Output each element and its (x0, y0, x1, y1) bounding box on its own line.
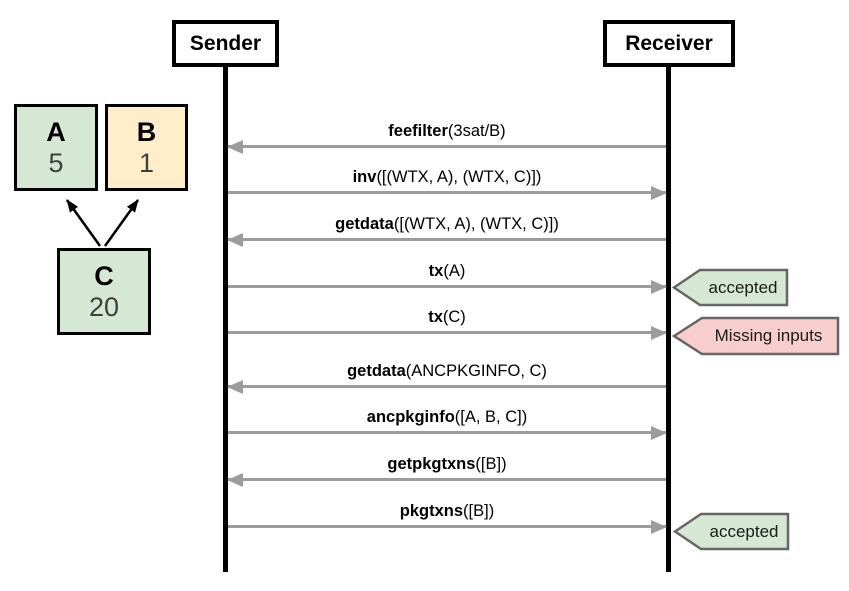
badge-shape (673, 512, 790, 551)
message-fn: inv (352, 168, 377, 186)
message-fn: getdata (335, 215, 394, 233)
message-args: ([(WTX, A), (WTX, C)]) (393, 215, 559, 233)
message-fn: pkgtxns (399, 502, 464, 520)
status-badge-accepted-pkgtxns: accepted (673, 512, 790, 551)
actor-sender-box: Sender (172, 20, 279, 67)
message-args: ([A, B, C]) (454, 408, 528, 426)
arrow-to-sender (227, 472, 666, 487)
arrow-to-receiver (228, 185, 667, 200)
arrow-to-sender (227, 379, 666, 394)
message-tx-a: tx(A) (228, 261, 667, 294)
message-args: (C) (442, 308, 466, 326)
message-pkgtxns: pkgtxns([B]) (228, 501, 667, 534)
package-node-C: C 20 (57, 248, 151, 335)
arrow-to-sender (227, 232, 666, 247)
arrow-to-receiver (228, 519, 667, 534)
package-node-A: A 5 (14, 104, 98, 191)
message-getdata-ancpkginfo: getdata(ANCPKGINFO, C) (227, 361, 666, 394)
message-feefilter-label: feefilter(3sat/B) (228, 121, 666, 142)
status-badge-missing-inputs: Missing inputs (672, 316, 840, 356)
edge-C-to-B-arrow (103, 199, 140, 247)
message-args: (A) (443, 262, 466, 280)
arrow-to-receiver (228, 425, 667, 440)
message-feefilter: feefilter(3sat/B) (227, 121, 666, 154)
message-pkgtxns-label: pkgtxns([B]) (228, 501, 666, 522)
package-node-B: B 1 (105, 104, 188, 191)
message-inv-label: inv([(WTX, A), (WTX, C)]) (228, 167, 666, 188)
status-badge-label: accepted (709, 521, 779, 541)
message-fn: getpkgtxns (387, 455, 476, 473)
message-args: (ANCPKGINFO, C) (405, 362, 547, 380)
message-getpkgtxns-label: getpkgtxns([B]) (228, 454, 666, 475)
actor-receiver-box: Receiver (603, 20, 735, 67)
arrow-to-receiver (228, 279, 667, 294)
status-badge-label: accepted (708, 277, 778, 297)
arrow-to-sender (227, 139, 666, 154)
message-args: ([B]) (463, 502, 495, 520)
message-inv: inv([(WTX, A), (WTX, C)]) (228, 167, 667, 200)
message-fn: tx (428, 308, 443, 326)
message-tx-a-label: tx(A) (228, 261, 666, 282)
message-fn: feefilter (388, 122, 448, 140)
arrow-to-receiver (228, 325, 667, 340)
node-A-label: A (46, 117, 66, 148)
node-C-value: 20 (88, 291, 120, 322)
message-getdata-wtx-label: getdata([(WTX, A), (WTX, C)]) (228, 214, 666, 235)
sender-lifeline (223, 66, 228, 572)
actor-sender-label: Sender (189, 31, 262, 55)
message-ancpkginfo: ancpkginfo([A, B, C]) (228, 407, 667, 440)
message-getpkgtxns: getpkgtxns([B]) (227, 454, 666, 487)
message-ancpkginfo-label: ancpkginfo([A, B, C]) (228, 407, 666, 428)
message-fn: tx (428, 262, 444, 280)
message-fn: ancpkginfo (366, 408, 455, 426)
receiver-lifeline (666, 66, 671, 572)
message-tx-c: tx(C) (228, 307, 667, 340)
message-getdata-ancpkginfo-label: getdata(ANCPKGINFO, C) (228, 361, 666, 382)
status-badge-label: Missing inputs (714, 326, 823, 345)
message-args: (3sat/B) (447, 122, 506, 140)
badge-shape (672, 268, 789, 307)
node-A-value: 5 (48, 147, 64, 178)
message-getdata-wtx: getdata([(WTX, A), (WTX, C)]) (227, 214, 666, 247)
actor-receiver-label: Receiver (625, 31, 713, 55)
message-tx-c-label: tx(C) (228, 307, 666, 328)
node-B-value: 1 (138, 147, 155, 178)
status-badge-accepted-tx-a: accepted (672, 268, 789, 307)
node-C-label: C (94, 261, 114, 292)
badge-shape (672, 316, 840, 356)
message-args: ([B]) (475, 455, 507, 473)
message-args: ([(WTX, A), (WTX, C)]) (376, 168, 542, 186)
edge-C-to-A-arrow (65, 199, 102, 247)
node-B-label: B (136, 117, 157, 148)
message-fn: getdata (347, 362, 406, 380)
